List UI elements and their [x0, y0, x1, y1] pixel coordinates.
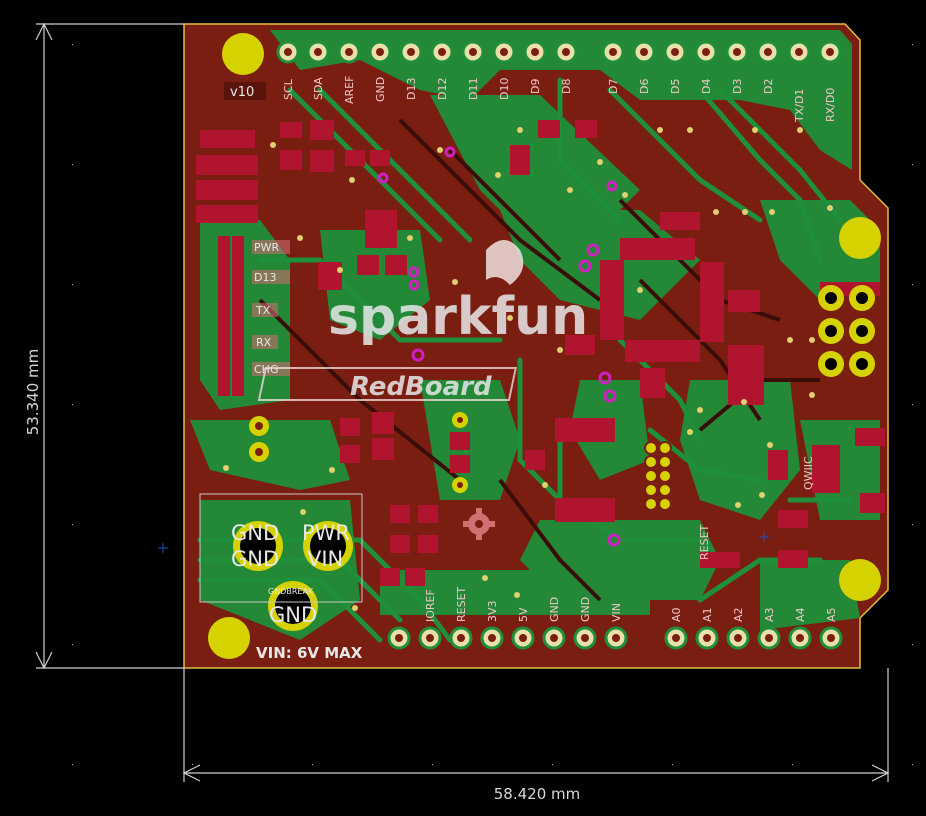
brand-text: sparkfun: [328, 287, 588, 347]
led-label: TX: [255, 304, 271, 317]
pin-label: A1: [701, 607, 714, 622]
pin-label: GND: [579, 597, 592, 622]
pin-label: D13: [405, 78, 418, 100]
pin-label: GND: [374, 77, 387, 102]
center-header: [644, 441, 672, 511]
bottom-header-pins: [387, 626, 843, 650]
pin-label: A2: [732, 607, 745, 622]
version-text: v10: [230, 85, 254, 100]
pin-label: D2: [762, 79, 775, 94]
vias: [223, 127, 833, 611]
pin-label: TX/D1: [793, 89, 806, 123]
pin-label: D6: [638, 79, 651, 94]
top-header-labels: SCL SDA AREF GND D13 D12 D11 D10 D9 D8 D…: [282, 76, 837, 123]
pwr-label: PWR: [302, 521, 350, 545]
sparkfun-logo: sparkfun RedBoard: [257, 240, 588, 402]
pin-label: D7: [607, 79, 620, 94]
pin-label: SDA: [312, 77, 325, 100]
highlighted-vias: [377, 146, 621, 547]
mounting-holes: [208, 33, 881, 659]
mount-hole-right-upper: [839, 217, 881, 259]
pin-label: GND: [548, 597, 561, 622]
battery-connector: [249, 412, 468, 493]
pin-label: D12: [436, 78, 449, 100]
vertical-dimension: [35, 22, 184, 670]
pin-label: A4: [794, 607, 807, 622]
pin-label: RX/D0: [824, 88, 837, 122]
origin-markers: [158, 532, 769, 553]
mount-hole-right-lower: [839, 559, 881, 601]
led-label: RX: [256, 336, 272, 349]
pin-label: D5: [669, 79, 682, 94]
led-labels: PWR D13 TX RX CHG: [252, 240, 290, 376]
pin-label: RESET: [455, 586, 468, 622]
qwiic-label: QWIIC: [802, 456, 815, 490]
pin-label: AREF: [343, 76, 356, 104]
bottom-header-labels: IOREF RESET 3V3 5V GND GND VIN A0 A1 A2 …: [424, 586, 838, 622]
top-header-pins: [276, 40, 842, 64]
board[interactable]: SCL SDA AREF GND D13 D12 D11 D10 D9 D8 D…: [183, 23, 889, 669]
gndbreak-label: GNDBREAK: [268, 587, 314, 596]
oshw-gear-icon: [463, 508, 495, 540]
pin-label: D9: [529, 79, 542, 94]
pin-label: D3: [731, 79, 744, 94]
height-dimension-label: 53.340 mm: [24, 349, 42, 435]
width-dimension-label: 58.420 mm: [494, 785, 580, 803]
pin-label: VIN: [610, 603, 623, 622]
product-text: RedBoard: [350, 372, 492, 402]
horizontal-dimension: [182, 668, 890, 782]
pin-label: 3V3: [486, 600, 499, 622]
led-label: D13: [254, 271, 276, 284]
pin-label: 5V: [517, 607, 530, 622]
gnd-label-bottom: GND: [231, 547, 279, 571]
pin-label: D11: [467, 78, 480, 100]
led-label: PWR: [254, 241, 280, 254]
pin-label: A3: [763, 607, 776, 622]
reset-label: RESET: [698, 524, 711, 560]
pin-label: D10: [498, 78, 511, 100]
gnd-label-break: GND: [269, 603, 317, 627]
pin-label: D8: [560, 79, 573, 94]
icsp-header: [818, 285, 875, 377]
version-tag: v10: [224, 82, 266, 100]
dc-jack-outline: [199, 493, 363, 603]
gnd-label-top: GND: [231, 521, 279, 545]
pin-label: A5: [825, 607, 838, 622]
pin-label: D4: [700, 79, 713, 94]
vin-label: VIN: [307, 547, 343, 571]
smd-pads: [196, 120, 885, 586]
mount-hole-top-left: [222, 33, 264, 75]
power-pads: GND GND PWR VIN GNDBREAK GND: [231, 521, 353, 631]
vin-warning: VIN: 6V MAX: [256, 644, 363, 662]
pin-label: SCL: [282, 78, 295, 100]
mount-hole-bottom-left: [208, 617, 250, 659]
pin-label: IOREF: [424, 589, 437, 622]
pin-label: A0: [670, 607, 683, 622]
